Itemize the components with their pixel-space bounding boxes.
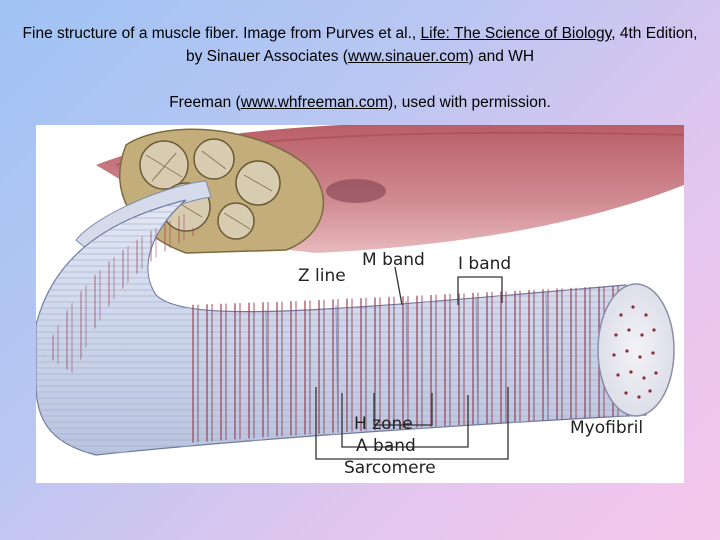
caption-line-2: Freeman (www.whfreeman.com), used with p… <box>20 91 700 114</box>
muscle-fiber-illustration: Z line M band I band H zone A band Sarco… <box>36 125 684 483</box>
sarcomere-label: Sarcomere <box>344 458 436 478</box>
i-band-label: I band <box>458 254 511 274</box>
a-band-label: A band <box>356 436 416 456</box>
myofibril-end <box>598 284 674 416</box>
m-band-label: M band <box>362 250 425 270</box>
z-line-label: Z line <box>298 266 346 286</box>
myofibril-label: Myofibril <box>570 418 643 438</box>
figure-caption: Fine structure of a muscle fiber. Image … <box>20 22 700 114</box>
h-zone-label: H zone <box>354 414 413 434</box>
book-title-link[interactable]: Life: The Science of Biology <box>421 25 612 42</box>
caption-line-1: Fine structure of a muscle fiber. Image … <box>20 22 700 68</box>
sinauer-link[interactable]: www.sinauer.com <box>348 48 469 65</box>
muscle-diagram: Z line M band I band H zone A band Sarco… <box>36 125 684 483</box>
whfreeman-link[interactable]: www.whfreeman.com <box>241 94 388 111</box>
